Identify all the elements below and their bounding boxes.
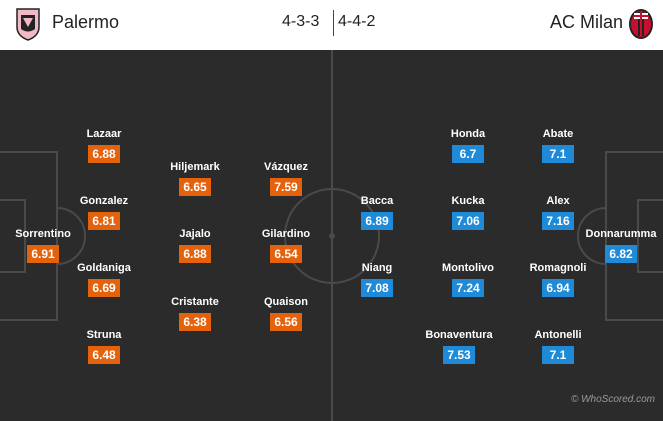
player-card[interactable]: Cristante 6.38 <box>155 296 235 331</box>
player-name: Lazaar <box>86 128 122 140</box>
player-rating: 6.65 <box>179 178 211 196</box>
player-rating: 7.1 <box>542 346 574 364</box>
player-rating: 6.38 <box>179 313 211 331</box>
player-rating: 7.16 <box>542 212 574 230</box>
player-card[interactable]: Vázquez 7.59 <box>246 161 326 196</box>
player-rating: 7.06 <box>452 212 484 230</box>
away-formation: 4-4-2 <box>338 13 376 30</box>
player-name: Vázquez <box>263 161 308 173</box>
player-rating: 6.69 <box>88 279 120 297</box>
player-rating: 7.53 <box>443 346 475 364</box>
player-card[interactable]: Romagnoli 6.94 <box>518 262 598 297</box>
player-name: Donnarumma <box>585 228 657 240</box>
ac-milan-crest-icon <box>629 9 653 39</box>
player-name: Abate <box>542 128 574 140</box>
player-name: Bonaventura <box>425 329 493 341</box>
player-rating: 6.88 <box>88 145 120 163</box>
player-rating: 6.94 <box>542 279 574 297</box>
player-name: Gonzalez <box>79 195 129 207</box>
player-rating: 7.24 <box>452 279 484 297</box>
player-rating: 7.08 <box>361 279 393 297</box>
player-card[interactable]: Antonelli 7.1 <box>518 329 598 364</box>
match-header: Palermo 4-3-3 4-4-2 AC Milan <box>0 0 663 50</box>
pitch: Sorrentino 6.91 Lazaar 6.88 Gonzalez 6.8… <box>0 50 663 421</box>
player-card[interactable]: Quaison 6.56 <box>246 296 326 331</box>
player-card[interactable]: Abate 7.1 <box>518 128 598 163</box>
player-card[interactable]: Niang 7.08 <box>337 262 417 297</box>
palermo-crest-icon <box>16 8 40 41</box>
player-card[interactable]: Gilardino 6.54 <box>246 228 326 263</box>
player-card[interactable]: Montolivo 7.24 <box>428 262 508 297</box>
player-name: Bacca <box>360 195 394 207</box>
player-name: Romagnoli <box>529 262 587 274</box>
player-name: Jajalo <box>179 228 211 240</box>
player-rating: 6.91 <box>27 245 59 263</box>
player-card[interactable]: Kucka 7.06 <box>428 195 508 230</box>
player-name: Honda <box>450 128 486 140</box>
player-name: Cristante <box>171 296 219 308</box>
player-name: Niang <box>361 262 393 274</box>
player-rating: 6.81 <box>88 212 120 230</box>
player-card[interactable]: Hiljemark 6.65 <box>155 161 235 196</box>
player-name: Hiljemark <box>170 161 220 173</box>
player-rating: 7.1 <box>542 145 574 163</box>
player-card[interactable]: Bonaventura 7.53 <box>409 329 509 364</box>
formation-divider <box>333 10 334 36</box>
player-card[interactable]: Sorrentino 6.91 <box>3 228 83 263</box>
home-formation: 4-3-3 <box>282 13 320 30</box>
pitch-markings <box>0 50 663 421</box>
player-card[interactable]: Bacca 6.89 <box>337 195 417 230</box>
player-rating: 6.56 <box>270 313 302 331</box>
player-rating: 6.48 <box>88 346 120 364</box>
player-card[interactable]: Honda 6.7 <box>428 128 508 163</box>
player-card[interactable]: Jajalo 6.88 <box>155 228 235 263</box>
player-card[interactable]: Struna 6.48 <box>64 329 144 364</box>
player-rating: 6.89 <box>361 212 393 230</box>
whoscored-watermark: © WhoScored.com <box>570 394 655 405</box>
home-team-name[interactable]: Palermo <box>52 12 120 32</box>
player-rating: 7.59 <box>270 178 302 196</box>
player-card[interactable]: Donnarumma 6.82 <box>581 228 661 263</box>
player-card[interactable]: Gonzalez 6.81 <box>64 195 144 230</box>
player-card[interactable]: Goldaniga 6.69 <box>64 262 144 297</box>
player-rating: 6.7 <box>452 145 484 163</box>
player-name: Kucka <box>451 195 485 207</box>
player-name: Sorrentino <box>15 228 71 240</box>
player-rating: 6.82 <box>605 245 637 263</box>
player-rating: 6.88 <box>179 245 211 263</box>
player-name: Quaison <box>263 296 308 308</box>
player-card[interactable]: Alex 7.16 <box>518 195 598 230</box>
player-name: Gilardino <box>261 228 311 240</box>
player-rating: 6.54 <box>270 245 302 263</box>
away-team-name[interactable]: AC Milan <box>549 12 623 32</box>
player-name: Goldaniga <box>77 262 131 274</box>
player-name: Struna <box>86 329 122 341</box>
player-name: Montolivo <box>442 262 494 274</box>
player-card[interactable]: Lazaar 6.88 <box>64 128 144 163</box>
player-name: Alex <box>546 195 570 207</box>
player-name: Antonelli <box>534 329 582 341</box>
